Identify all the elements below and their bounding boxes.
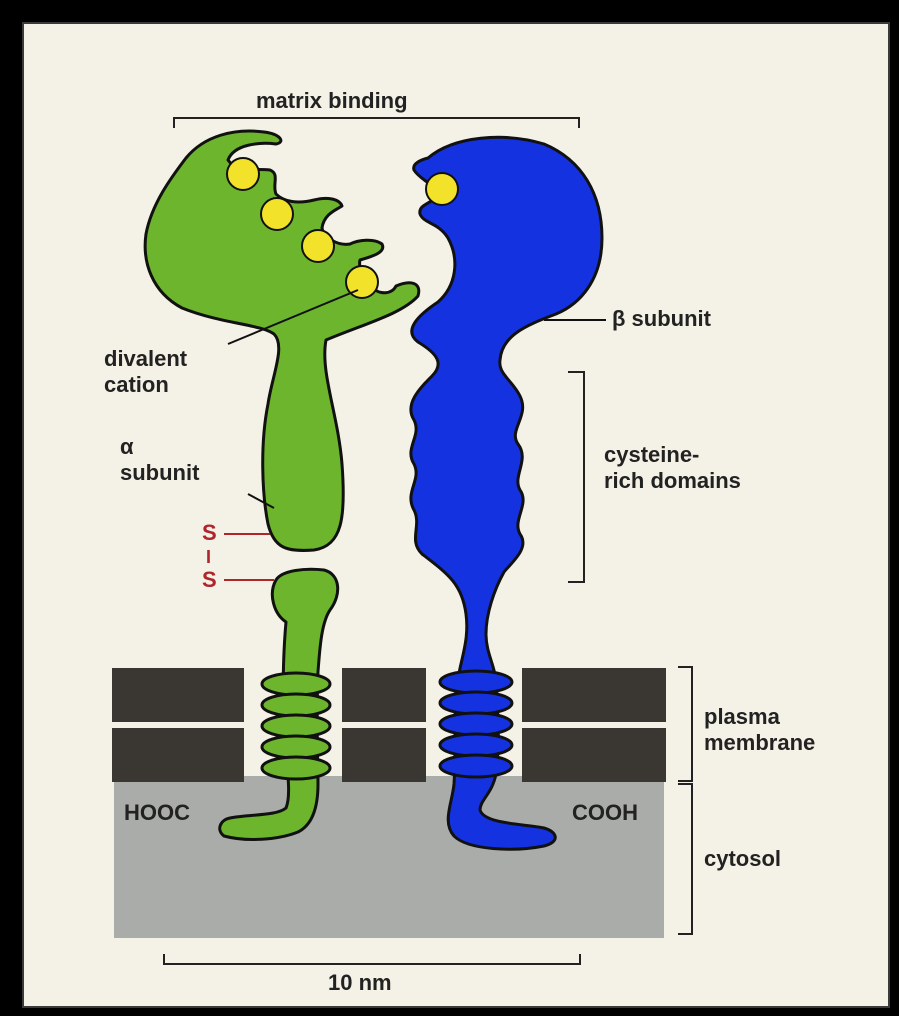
matrix-binding-label: matrix binding: [256, 88, 408, 114]
matrix-binding-bracket: [174, 118, 579, 128]
cation-1: [227, 158, 259, 190]
plasma-membrane-label-line2: membrane: [704, 730, 815, 756]
disulfide-lines: [224, 534, 274, 580]
cation-2: [261, 198, 293, 230]
integrin-diagram: matrix binding β subunit divalent cation…: [22, 22, 890, 1008]
plasma-membrane-label-line1: plasma: [704, 704, 780, 730]
divalent-cation-label-line1: divalent: [104, 346, 187, 372]
cooh-label: COOH: [572, 800, 638, 826]
beta-transmembrane-coils: [440, 671, 512, 777]
plasma-membrane: [112, 668, 666, 782]
cytosol-label: cytosol: [704, 846, 781, 872]
cysteine-label-line1: cysteine-: [604, 442, 699, 468]
beta-subunit-label: β subunit: [612, 306, 711, 332]
cysteine-label-line2: rich domains: [604, 468, 741, 494]
plasma-membrane-bracket: [678, 667, 692, 781]
cation-3: [302, 230, 334, 262]
alpha-symbol: α: [120, 434, 134, 460]
alpha-subunit-label: subunit: [120, 460, 199, 486]
scale-label: 10 nm: [328, 970, 392, 996]
disulfide-s-bottom: S: [202, 567, 217, 593]
alpha-transmembrane-coils: [262, 673, 330, 779]
cysteine-rich-bracket: [568, 372, 584, 582]
image-frame: matrix binding β subunit divalent cation…: [6, 6, 893, 1010]
cytosol-bracket: [678, 784, 692, 934]
scale-bar: [164, 954, 580, 964]
cation-5: [426, 173, 458, 205]
divalent-cation-label-line2: cation: [104, 372, 169, 398]
disulfide-s-top: S: [202, 520, 217, 546]
hooc-label: HOOC: [124, 800, 190, 826]
